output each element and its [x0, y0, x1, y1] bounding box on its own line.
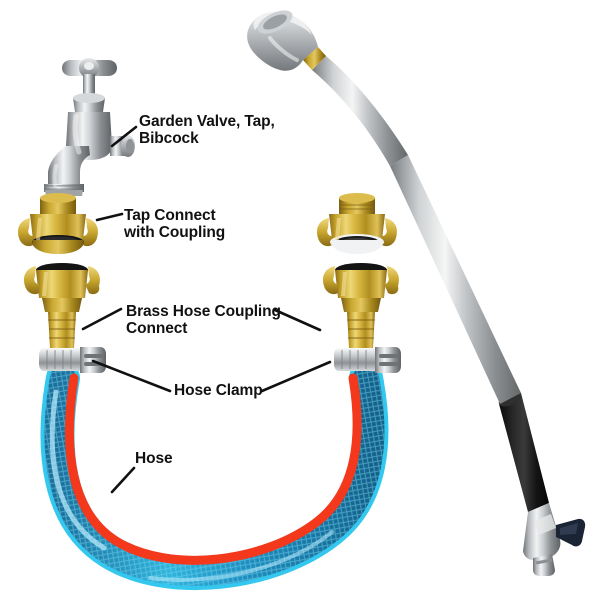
hose-clamp-right-illustration — [334, 347, 401, 373]
leader-lines — [81, 125, 332, 494]
label-garden-valve: Garden Valve, Tap,Bibcock — [139, 113, 275, 147]
leader-line-hose-clamp — [260, 360, 332, 393]
leader-line-brass-hose-coupling — [81, 307, 123, 331]
label-line: Connect — [126, 320, 188, 337]
lance-illustration — [247, 10, 586, 576]
label-line: with Coupling — [124, 224, 226, 241]
tap-connect-coupling-right-illustration — [317, 193, 397, 254]
label-line: Garden Valve, Tap, — [139, 113, 275, 130]
brass-hose-coupling-right-illustration — [323, 263, 399, 348]
leader-line-tap-connect — [95, 212, 124, 222]
label-hose-clamp: Hose Clamp — [174, 382, 263, 399]
label-line: Bibcock — [139, 130, 199, 147]
label-line: Hose — [135, 450, 173, 467]
label-line: Tap Connect — [124, 207, 216, 224]
label-hose: Hose — [135, 450, 173, 467]
label-line: Brass Hose Coupling — [126, 303, 281, 320]
hose-illustration — [40, 361, 389, 590]
tap-connect-coupling-left-illustration — [18, 193, 98, 254]
label-line: Hose Clamp — [174, 382, 263, 399]
leader-line-garden-valve — [110, 125, 138, 148]
hose-clamp-left-illustration — [39, 347, 106, 373]
leader-line-hose-clamp — [91, 359, 172, 393]
leader-line-hose — [110, 466, 136, 494]
brass-hose-coupling-left-illustration — [24, 263, 100, 348]
leader-line-brass-hose-coupling — [273, 308, 322, 332]
tap-illustration — [44, 58, 135, 196]
